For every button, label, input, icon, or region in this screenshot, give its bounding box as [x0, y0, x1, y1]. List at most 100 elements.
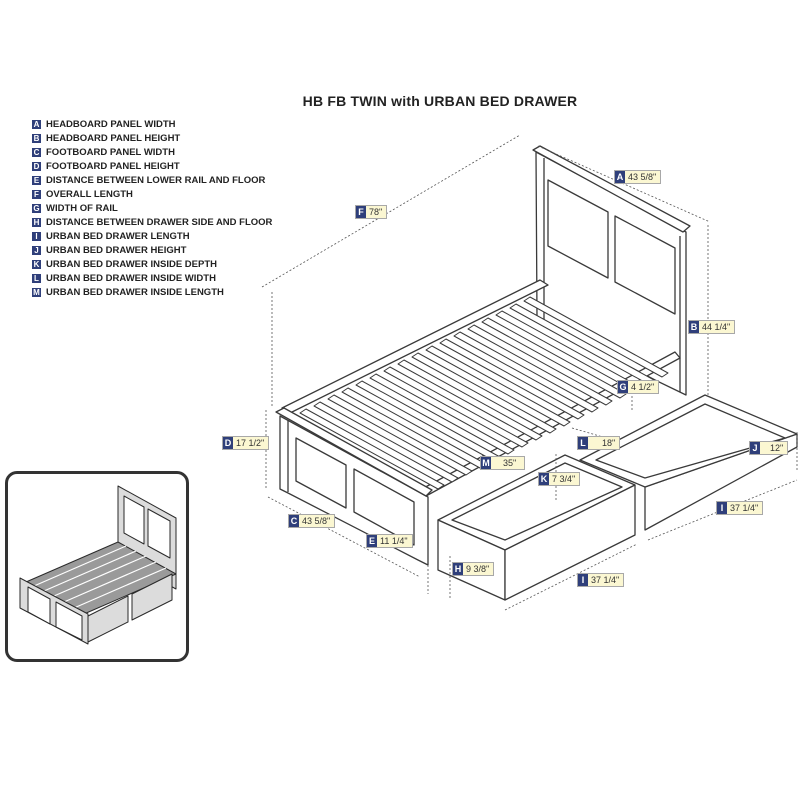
legend-key: J: [32, 245, 41, 255]
callout-key: I: [578, 574, 588, 586]
thumb-slat: [53, 555, 147, 597]
legend-label: URBAN BED DRAWER INSIDE DEPTH: [46, 258, 218, 270]
callout-key: C: [289, 515, 299, 527]
thumb-slat: [33, 545, 127, 587]
dim-line-i-front: [504, 543, 638, 611]
legend-item-g: G WIDTH OF RAIL: [32, 201, 272, 215]
thumb-drawer: [131, 573, 173, 621]
callout-key: A: [615, 171, 625, 183]
callout-key: L: [578, 437, 588, 449]
legend-label: FOOTBOARD PANEL WIDTH: [46, 146, 175, 158]
legend-label: DISTANCE BETWEEN LOWER RAIL AND FLOOR: [46, 174, 266, 186]
callout-value: 18": [602, 438, 616, 448]
slat: [467, 324, 613, 406]
callout-key: J: [750, 442, 760, 454]
headboard-panel-left: [547, 179, 609, 279]
callout-value: 43 5/8": [302, 516, 331, 526]
dim-line-c: [267, 496, 421, 578]
slat: [425, 345, 571, 427]
legend-label: HEADBOARD PANEL HEIGHT: [46, 132, 181, 144]
callout-key: F: [356, 206, 366, 218]
callout-value: 44 1/4": [702, 322, 731, 332]
callout-value: 37 1/4": [591, 575, 620, 585]
front-drawer-inner: [451, 462, 623, 541]
slat: [453, 331, 599, 413]
dimension-lines: [261, 134, 798, 611]
legend-item-c: C FOOTBOARD PANEL WIDTH: [32, 145, 272, 159]
slat: [369, 373, 515, 455]
thumb-slats: [33, 545, 167, 609]
callout-key: E: [367, 535, 377, 547]
diagram-title: HB FB TWIN with URBAN BED DRAWER: [302, 93, 578, 109]
callout-key: I: [717, 502, 727, 514]
dim-line-f: [261, 134, 521, 288]
thumb-headboard-panel: [123, 495, 145, 545]
thumb-footboard-panel: [55, 601, 83, 641]
legend-item-m: M URBAN BED DRAWER INSIDE LENGTH: [32, 285, 272, 299]
thumb-drawer: [87, 595, 129, 643]
callout-value: 11 1/4": [380, 536, 408, 546]
callout-value: 78": [369, 207, 383, 217]
legend-label: URBAN BED DRAWER INSIDE LENGTH: [46, 286, 224, 298]
callout-value: 12": [770, 443, 784, 453]
legend-item-i: I URBAN BED DRAWER LENGTH: [32, 229, 272, 243]
callout-key: B: [689, 321, 699, 333]
legend-key: E: [32, 175, 41, 185]
underbed-drawers: [437, 394, 798, 601]
slat: [411, 352, 557, 434]
legend-key: C: [32, 147, 41, 157]
legend-key: D: [32, 161, 41, 171]
legend-label: URBAN BED DRAWER LENGTH: [46, 230, 190, 242]
footboard-cap: [275, 407, 433, 497]
thumb-footboard-panel: [27, 586, 51, 625]
footboard-panel-left: [295, 437, 347, 509]
legend-key: L: [32, 273, 41, 283]
callout-key: G: [618, 381, 628, 393]
front-drawer-side: [504, 484, 636, 601]
legend-label: URBAN BED DRAWER INSIDE WIDTH: [46, 272, 216, 284]
legend-key: I: [32, 231, 41, 241]
slat: [327, 394, 473, 476]
legend-item-l: L URBAN BED DRAWER INSIDE WIDTH: [32, 271, 272, 285]
callout-key: K: [539, 473, 549, 485]
thumb-slat: [43, 550, 137, 592]
slat: [523, 296, 669, 378]
slat: [481, 317, 627, 399]
legend-label: DISTANCE BETWEEN DRAWER SIDE AND FLOOR: [46, 216, 273, 228]
callout-l: L 18": [577, 436, 621, 450]
slat: [383, 366, 529, 448]
callout-value: 4 1/2": [631, 382, 655, 392]
legend-label: WIDTH OF RAIL: [46, 202, 118, 214]
callout-value: 9 3/8": [466, 564, 490, 574]
legend-key: M: [32, 287, 41, 297]
bed-slats: [299, 296, 669, 490]
callout-value: 43 5/8": [628, 172, 657, 182]
legend-key: F: [32, 189, 41, 199]
slat: [299, 408, 445, 490]
bed-thumbnail-drawing: [19, 485, 177, 645]
callout-value: 37 1/4": [730, 503, 759, 513]
callout-key: H: [453, 563, 463, 575]
legend-label: OVERALL LENGTH: [46, 188, 133, 200]
legend-key: B: [32, 133, 41, 143]
callout-key: D: [223, 437, 233, 449]
legend-key: G: [32, 203, 41, 213]
callout-value: 17 1/2": [236, 438, 265, 448]
legend-label: HEADBOARD PANEL WIDTH: [46, 118, 176, 130]
slat: [313, 401, 459, 483]
back-drawer-inner: [595, 403, 786, 479]
legend-item-b: B HEADBOARD PANEL HEIGHT: [32, 131, 272, 145]
legend-item-f: F OVERALL LENGTH: [32, 187, 272, 201]
thumb-slat: [73, 567, 167, 609]
